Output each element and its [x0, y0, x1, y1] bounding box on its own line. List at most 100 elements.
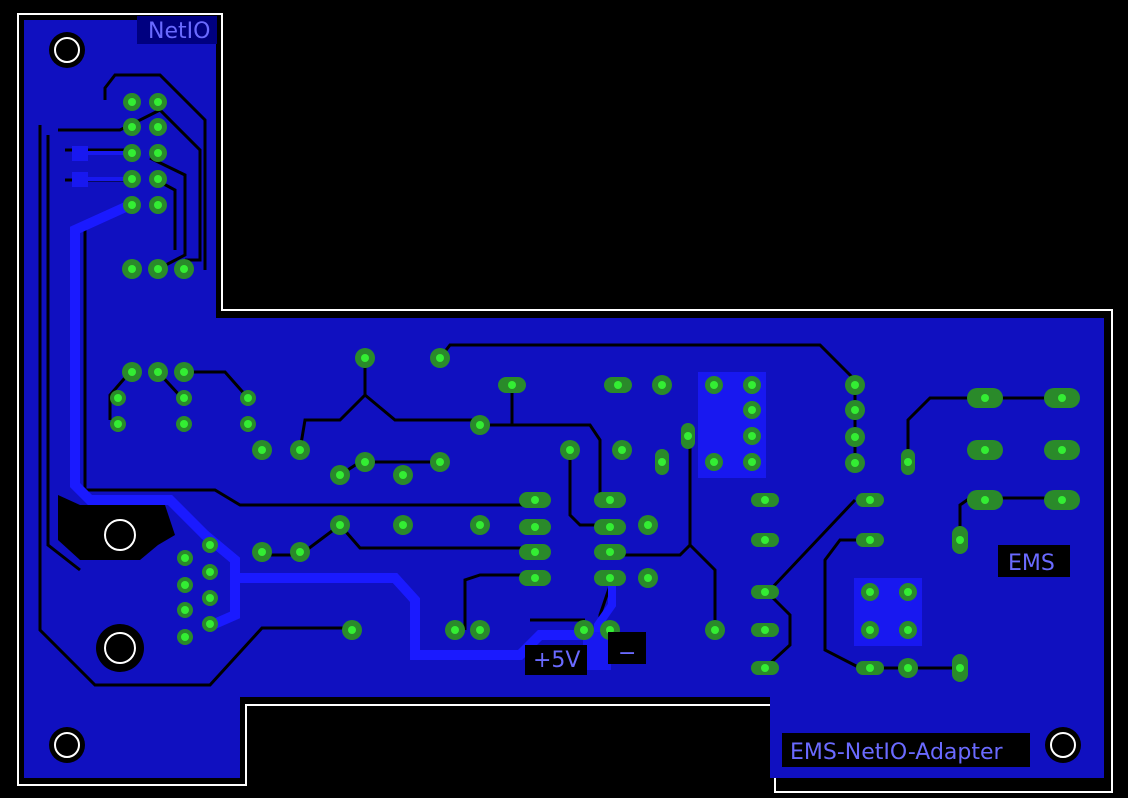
pad-hole	[904, 458, 912, 466]
mounting-holes	[49, 32, 1081, 763]
pad-hole	[128, 368, 136, 376]
board-name-label: EMS-NetIO-Adapter	[790, 740, 1004, 765]
ems-label: EMS	[1008, 551, 1055, 576]
pad-hole	[508, 381, 516, 389]
pad-hole	[296, 446, 304, 454]
pad-hole	[181, 633, 189, 641]
pad-hole	[128, 123, 136, 131]
pad-hole	[851, 459, 859, 467]
pad-hole	[206, 620, 214, 628]
pad-hole	[244, 394, 252, 402]
pad-hole	[128, 265, 136, 273]
netio-label: NetIO	[148, 19, 210, 44]
pad-hole	[606, 574, 614, 582]
pad-hole	[128, 201, 136, 209]
pad-hole	[711, 626, 719, 634]
pad-hole	[684, 432, 692, 440]
pad-hole	[1058, 394, 1066, 402]
pad-hole	[206, 594, 214, 602]
pad-hole	[361, 458, 369, 466]
signal-traces	[38, 73, 1065, 687]
pad-hole	[436, 354, 444, 362]
pad-hole	[658, 381, 666, 389]
pad-hole	[154, 149, 162, 157]
pad-hole	[348, 626, 356, 634]
pad-hole	[851, 381, 859, 389]
pad-hole	[244, 420, 252, 428]
pad-hole	[761, 536, 769, 544]
pad-hole	[761, 588, 769, 596]
pad-hole	[851, 433, 859, 441]
pad-hole	[566, 446, 574, 454]
pad-hole	[206, 568, 214, 576]
pad-hole	[476, 521, 484, 529]
pad-hole	[644, 521, 652, 529]
pad-hole	[180, 265, 188, 273]
pad-hole	[128, 98, 136, 106]
pad-hole	[1058, 496, 1066, 504]
pad-hole	[761, 626, 769, 634]
pad-hole	[606, 496, 614, 504]
pad-hole	[1058, 446, 1066, 454]
pad-hole	[531, 574, 539, 582]
pad-hole	[956, 536, 964, 544]
pad-hole	[476, 626, 484, 634]
board-outline	[17, 13, 1113, 793]
pad-hole	[180, 394, 188, 402]
pad-hole	[531, 523, 539, 531]
pad-hole	[981, 394, 989, 402]
pad-hole	[154, 123, 162, 131]
label-board-name: EMS-NetIO-Adapter	[782, 733, 1030, 767]
pad-hole	[180, 420, 188, 428]
pad-hole	[361, 354, 369, 362]
pad-hole	[981, 446, 989, 454]
pad-hole	[180, 368, 188, 376]
pad-hole	[154, 265, 162, 273]
pad-hole	[748, 432, 756, 440]
pad-hole	[710, 458, 718, 466]
pad-hole	[181, 581, 189, 589]
pad-hole	[531, 496, 539, 504]
pad-hole	[748, 381, 756, 389]
pad-hole	[644, 574, 652, 582]
copper-pour	[24, 20, 1104, 778]
pad-hole	[399, 471, 407, 479]
pad-hole	[128, 175, 136, 183]
pad-hole	[436, 458, 444, 466]
pad-hole	[618, 446, 626, 454]
pads	[110, 93, 1080, 682]
pad-hole	[336, 521, 344, 529]
power-label: +5V	[533, 648, 580, 673]
pad-hole	[154, 201, 162, 209]
pad-hole	[206, 541, 214, 549]
pad-hole	[851, 406, 859, 414]
pad-hole	[114, 420, 122, 428]
label-power: +5V −	[525, 632, 646, 675]
pad-hole	[258, 548, 266, 556]
smd-pad	[72, 172, 88, 187]
pad-hole	[606, 523, 614, 531]
pad-hole	[981, 496, 989, 504]
pad-hole	[904, 588, 912, 596]
pad-hole	[866, 536, 874, 544]
pad-hole	[904, 626, 912, 634]
pad-hole	[531, 548, 539, 556]
pad-hole	[866, 664, 874, 672]
pad-hole	[866, 588, 874, 596]
pad-hole	[451, 626, 459, 634]
pad-hole	[154, 98, 162, 106]
pad-hole	[336, 471, 344, 479]
pad-hole	[710, 381, 718, 389]
pad-hole	[658, 458, 666, 466]
pad-hole	[761, 496, 769, 504]
pad-hole	[748, 458, 756, 466]
pad-hole	[866, 496, 874, 504]
pad-hole	[761, 664, 769, 672]
power-trace	[70, 200, 585, 660]
label-ems: EMS	[998, 545, 1070, 577]
pad-hole	[114, 394, 122, 402]
pad-hole	[580, 626, 588, 634]
minus-label: −	[618, 641, 636, 666]
pad-hole	[296, 548, 304, 556]
